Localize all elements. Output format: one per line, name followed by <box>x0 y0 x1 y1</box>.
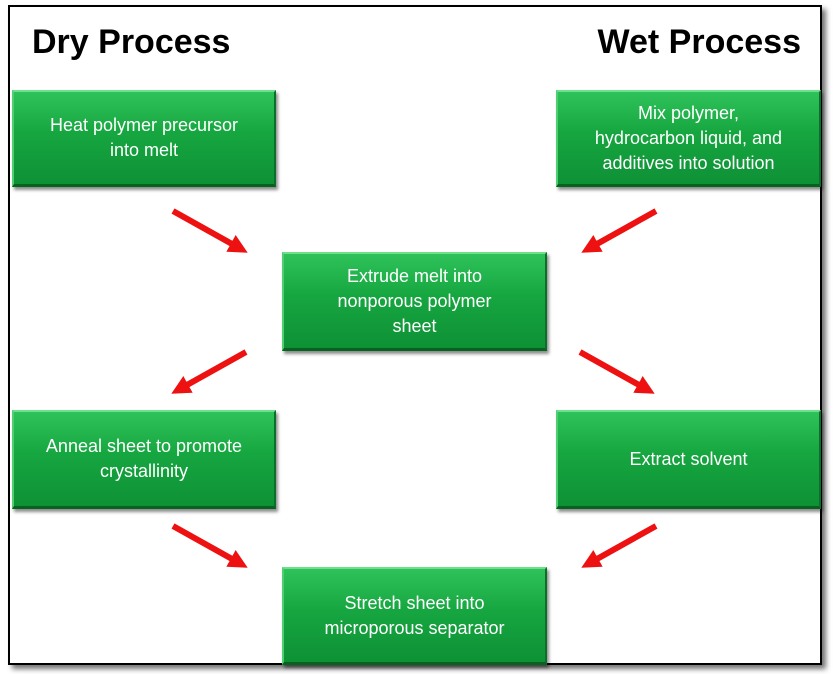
step-line: Stretch sheet into <box>344 592 485 613</box>
dry-process-heading: Dry Process <box>32 23 231 61</box>
step-line: Anneal sheet to promote <box>45 436 243 456</box>
step-stretch-sheet-box: Stretch sheet into microporous separator <box>282 567 547 665</box>
step-anneal-sheet-box: Anneal sheet to promote crystallinity <box>12 410 276 509</box>
step-line: Extract solvent <box>629 448 748 469</box>
step-line: microporous separator <box>324 617 505 638</box>
step-line: crystallinity <box>99 461 188 481</box>
step-extract-solvent-box: Extract solvent <box>556 410 821 509</box>
step-line: Heat polymer precursor <box>49 115 239 135</box>
step-line: additives into solution <box>602 152 775 173</box>
step-line: nonporous polymer <box>337 290 492 311</box>
wet-process-heading: Wet Process <box>597 23 801 61</box>
step-line: sheet <box>392 315 437 336</box>
step-heat-polymer-box: Heat polymer precursor into melt <box>12 90 276 187</box>
step-line: hydrocarbon liquid, and <box>594 127 783 148</box>
step-line: Extrude melt into <box>346 265 483 286</box>
step-mix-polymer-box: Mix polymer, hydrocarbon liquid, and add… <box>556 90 821 187</box>
step-line: Mix polymer, <box>637 102 739 123</box>
step-line: into melt <box>109 140 178 160</box>
step-extrude-melt-box: Extrude melt into nonporous polymer shee… <box>282 252 547 351</box>
